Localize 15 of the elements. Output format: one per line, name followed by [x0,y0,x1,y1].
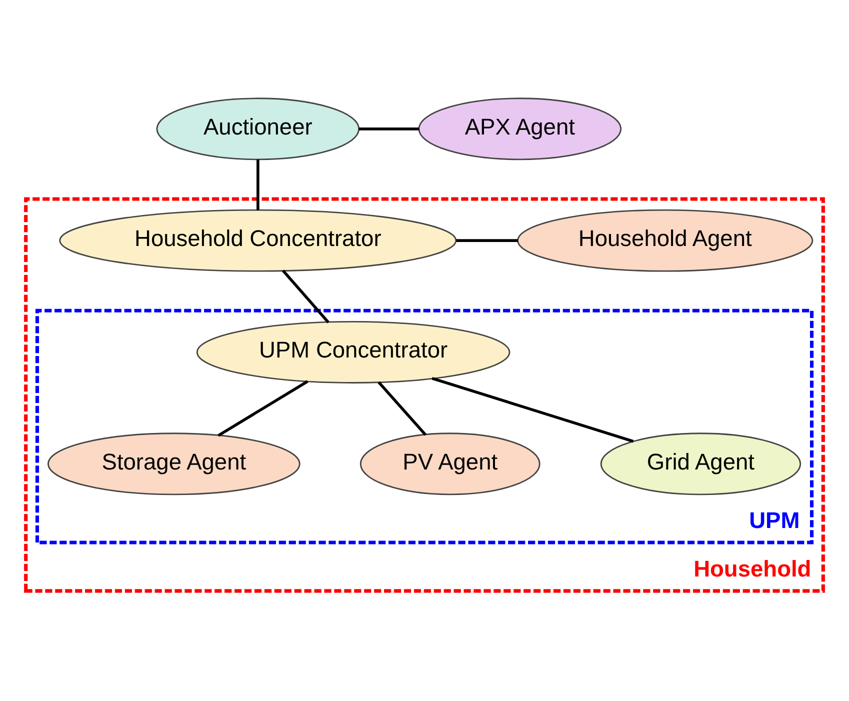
node-ellipse: Household Concentrator [59,209,457,272]
node-ellipse: PV Agent [360,432,540,496]
node-ellipse: UPM Concentrator [196,321,510,384]
connector [378,381,427,436]
node-ellipse: Household Agent [517,209,814,272]
node-ellipse: Auctioneer [156,98,360,160]
connector [432,376,634,443]
connector [218,380,308,437]
connector [358,127,420,130]
node-ellipse: Storage Agent [48,432,300,496]
node-ellipse: Grid Agent [600,432,802,496]
node-ellipse: APX Agent [418,98,622,160]
connector [256,160,260,210]
connector [282,270,330,324]
connector [456,239,518,242]
